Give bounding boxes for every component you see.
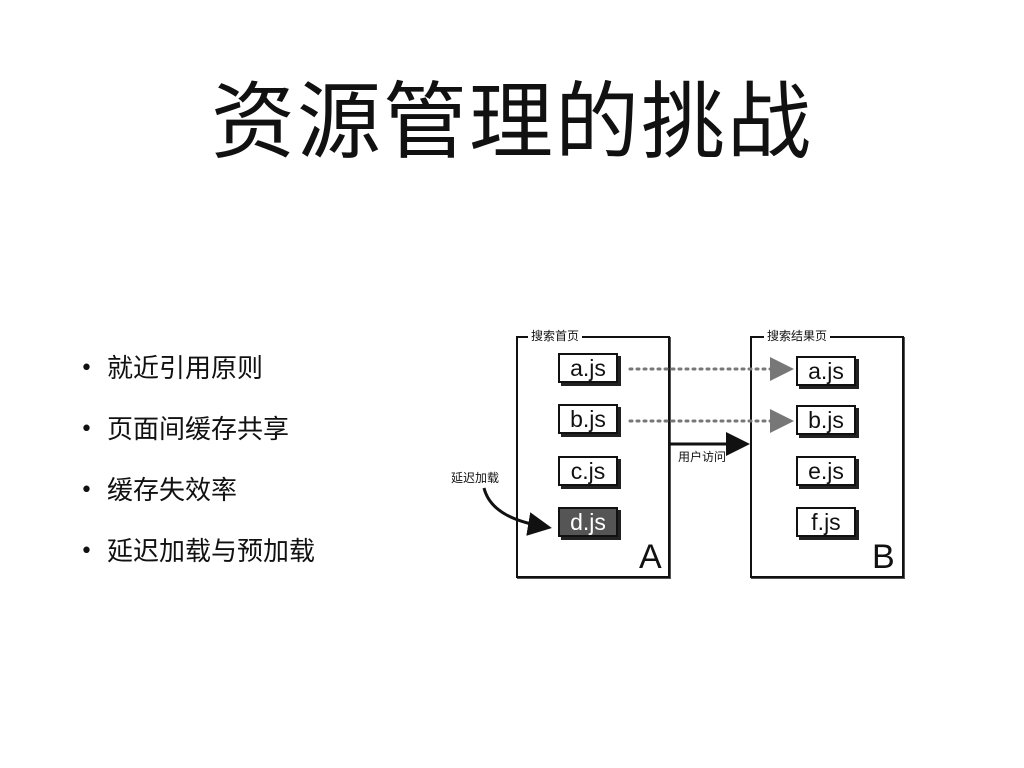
navigation-label: 用户访问 [678,450,727,464]
bullet-item: • 缓存失效率 [80,460,315,521]
lazy-load-label: 延迟加载 [451,471,500,485]
panel-letter-b: B [872,538,895,576]
bullet-dot: • [80,538,93,564]
panel-letter-a: A [639,538,662,576]
bullet-item: • 就近引用原则 [80,338,315,399]
bullet-item: • 页面间缓存共享 [80,399,315,460]
file-a-js: a.js [796,356,856,386]
file-b-js: b.js [558,404,618,434]
file-b-js: b.js [796,405,856,435]
bullet-item: • 延迟加载与预加载 [80,521,315,582]
file-f-js: f.js [796,507,856,537]
file-e-js: e.js [796,456,856,486]
file-c-js: c.js [558,456,618,486]
bullet-text: 就近引用原则 [107,353,264,384]
slide-title: 资源管理的挑战 [210,73,813,171]
bullet-text: 页面间缓存共享 [107,414,290,445]
bullet-dot: • [80,355,93,381]
file-a-js: a.js [558,353,618,383]
lazy-load-arrow [482,487,552,536]
bullet-text: 缓存失效率 [107,475,238,506]
bullet-text: 延迟加载与预加载 [107,536,316,567]
panel-label-search-home: 搜索首页 [528,328,583,344]
panel-label-search-results: 搜索结果页 [764,328,831,344]
bullet-list: • 就近引用原则 • 页面间缓存共享 • 缓存失效率 • 延迟加载与预加载 [80,338,315,582]
bullet-dot: • [80,416,93,442]
file-d-js-highlighted: d.js [558,507,618,537]
bullet-dot: • [80,477,93,503]
